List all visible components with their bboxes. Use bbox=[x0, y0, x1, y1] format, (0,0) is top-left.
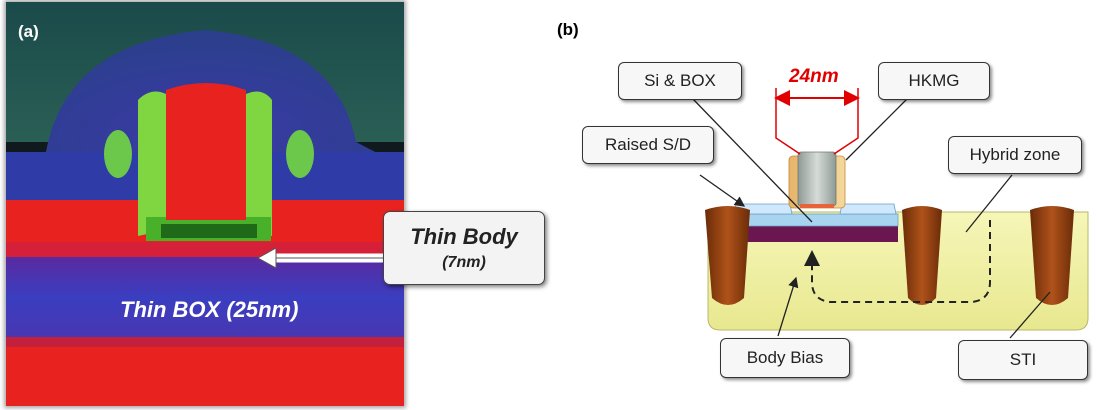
tem-image bbox=[6, 2, 404, 406]
thin-body-title: Thin Body bbox=[410, 224, 518, 249]
thin-body-callout: Thin Body (7nm) bbox=[383, 211, 545, 285]
thin-box-label: Thin BOX (25nm) bbox=[120, 297, 299, 322]
leader-raised-sd bbox=[699, 174, 746, 207]
raised-sd-right bbox=[839, 203, 897, 215]
label-raised-sd: Raised S/D bbox=[582, 126, 714, 164]
panel-b-letter: (b) bbox=[557, 20, 579, 39]
thin-body-value: (7nm) bbox=[442, 254, 486, 271]
sti-left bbox=[705, 206, 750, 305]
body-bias-path bbox=[804, 220, 991, 303]
leader-sti bbox=[1009, 291, 1051, 339]
gate-stack bbox=[797, 151, 837, 207]
label-sti: STI bbox=[958, 340, 1088, 380]
label-hkmg: HKMG bbox=[878, 62, 990, 100]
box-layer bbox=[730, 226, 898, 242]
sti-right bbox=[1030, 206, 1074, 305]
high-k-layer bbox=[800, 204, 834, 208]
gate-length-label: 24nm bbox=[789, 66, 839, 87]
label-si-box: Si & BOX bbox=[618, 62, 742, 100]
leader-si-box bbox=[691, 97, 813, 223]
label-body-bias: Body Bias bbox=[720, 338, 850, 378]
tem-image-panel: (a) Thin BOX (25nm) bbox=[6, 2, 404, 406]
panel-a-letter: (a) bbox=[18, 22, 39, 41]
label-hybrid-zone: Hybrid zone bbox=[948, 136, 1082, 174]
sti-middle bbox=[902, 206, 942, 305]
leader-hybrid-zone bbox=[965, 174, 1013, 233]
leader-body-bias bbox=[777, 276, 799, 337]
leader-hkmg bbox=[845, 97, 909, 161]
silicon-film bbox=[729, 213, 899, 227]
